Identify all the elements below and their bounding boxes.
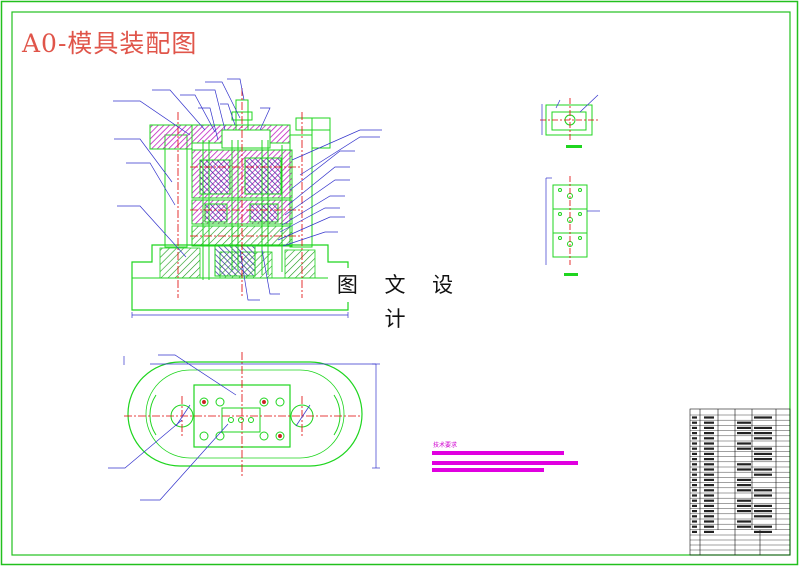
plan-view bbox=[108, 352, 380, 501]
strip-layout-side bbox=[545, 176, 600, 276]
parts-list-cells bbox=[692, 416, 772, 533]
watermark-label: 图 文 设 计 bbox=[328, 268, 472, 331]
parts-list-table bbox=[689, 408, 791, 556]
parts-list-rows bbox=[690, 414, 790, 551]
technical-notes-title: 技术要求 bbox=[433, 442, 458, 449]
drawing-title: A0-模具装配图 bbox=[22, 29, 198, 58]
strip-layout-top bbox=[540, 94, 600, 148]
front-section-view bbox=[113, 78, 382, 318]
technical-notes-bars bbox=[432, 451, 578, 472]
